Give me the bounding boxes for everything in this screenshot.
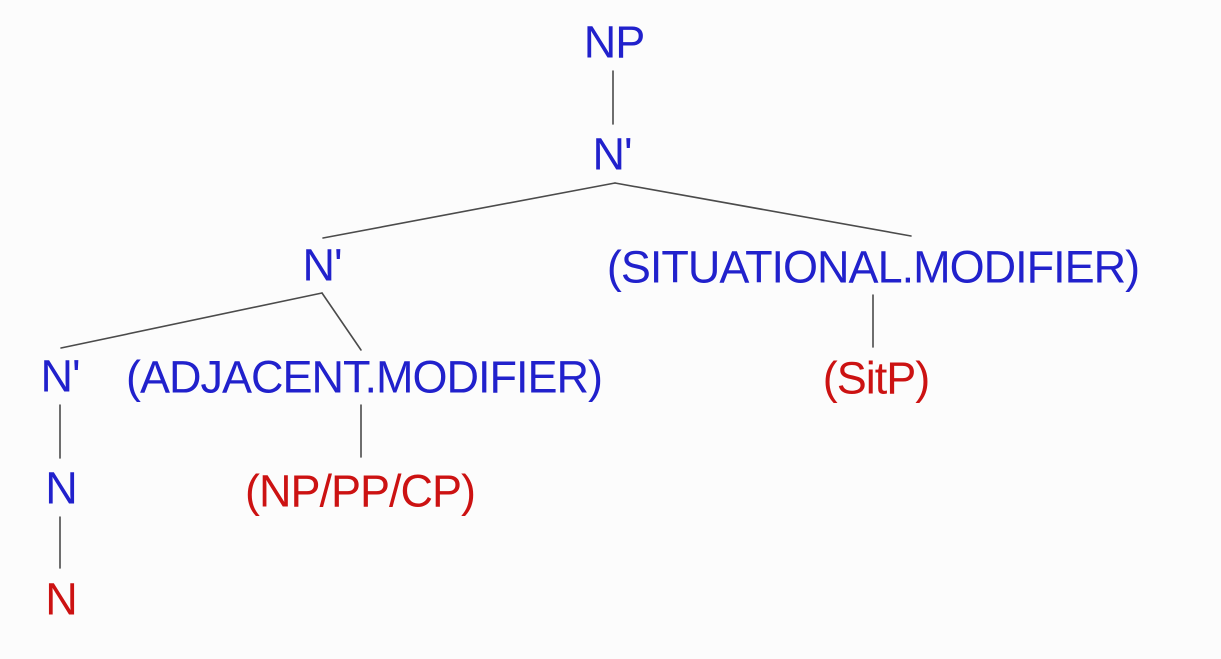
edge-nbartop-nbarmid — [322, 182, 616, 239]
node-n-terminal: N — [45, 573, 77, 625]
node-sitp: (SitP) — [822, 352, 930, 404]
node-nbar-low: N' — [40, 350, 80, 402]
node-nbar-mid: N' — [302, 239, 342, 291]
node-adjacent-modifier: (ADJACENT.MODIFIER) — [126, 351, 603, 403]
edge-nbartop-sitmod — [614, 182, 912, 237]
edge-nbarmid-nbarlow — [60, 292, 323, 349]
node-np-root: NP — [583, 16, 646, 68]
node-nbar-top: N' — [592, 128, 632, 180]
node-situational-modifier: (SITUATIONAL.MODIFIER) — [606, 241, 1140, 293]
node-np-pp-cp: (NP/PP/CP) — [244, 465, 476, 517]
edge-nbarmid-adjmod — [321, 292, 362, 351]
node-n-head: N — [45, 462, 77, 514]
